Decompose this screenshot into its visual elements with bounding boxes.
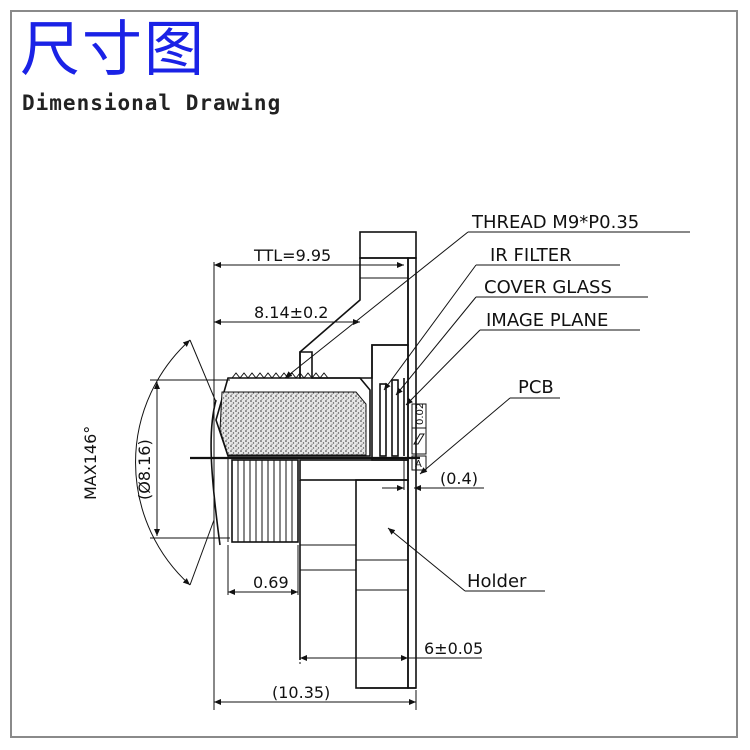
- pcb-callout: PCB: [518, 377, 554, 398]
- callout-leaders: [284, 231, 690, 592]
- gdt-frame: 0.02 A: [411, 403, 427, 471]
- thread-length-dimension: 0.69: [253, 573, 289, 592]
- ir-filter: [379, 383, 387, 457]
- optical-stack: [190, 378, 420, 490]
- cover-glass: [391, 379, 399, 457]
- ttl-dimension: TTL=9.95: [253, 246, 331, 265]
- holder-callout: Holder: [467, 571, 527, 592]
- flatness-value: 0.02: [415, 403, 426, 425]
- ir-filter-callout: IR FILTER: [490, 245, 572, 266]
- thread-callout: THREAD M9*P0.35: [471, 212, 639, 233]
- cover-glass-callout: COVER GLASS: [484, 277, 612, 298]
- diameter-dimension: (Ø8.16): [135, 439, 154, 500]
- holder-height-dimension: 6±0.05: [424, 639, 483, 658]
- title-english: Dimensional Drawing: [22, 91, 282, 115]
- fov-dimension: MAX146°: [81, 426, 100, 500]
- total-length-dimension: (10.35): [272, 683, 330, 702]
- datum-label: A: [415, 459, 422, 470]
- title-chinese: 尺寸图: [20, 15, 206, 85]
- lens-barrel: [210, 351, 371, 546]
- image-plane-callout: IMAGE PLANE: [486, 310, 608, 331]
- flange-dimension: 8.14±0.2: [254, 303, 328, 322]
- holder-body: [299, 231, 417, 689]
- drawing-frame: [10, 10, 738, 738]
- dimension-lines: [135, 262, 484, 710]
- gap-dimension: (0.4): [440, 469, 478, 488]
